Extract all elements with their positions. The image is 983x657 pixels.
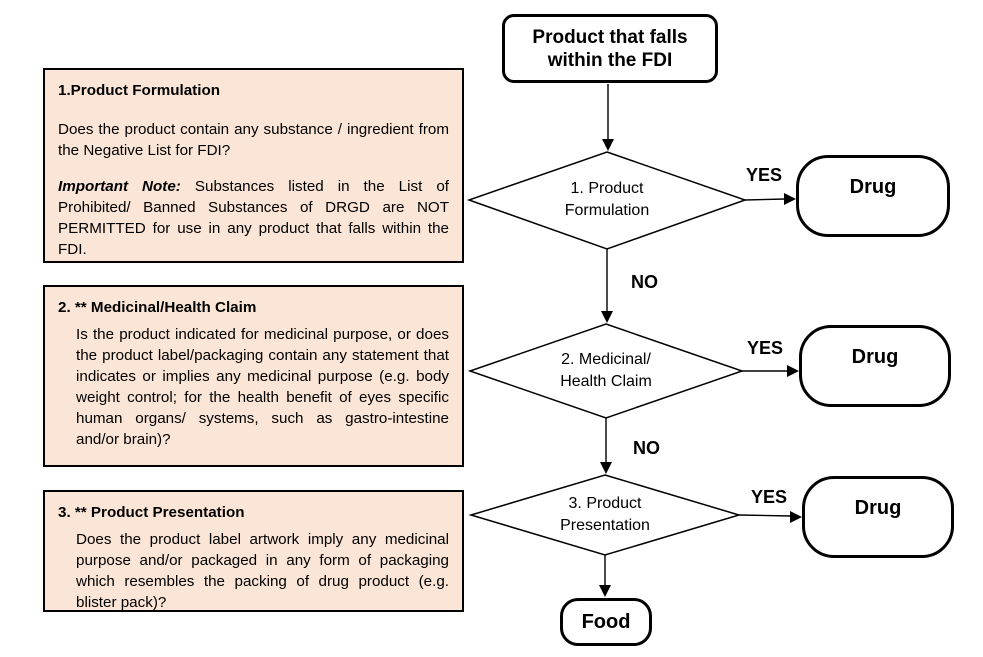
arrowhead-down-3 (600, 462, 612, 474)
arrowhead-right-2 (787, 365, 799, 377)
note-box-medicinal-health-claim: 2. ** Medicinal/Health Claim Is the prod… (43, 285, 464, 467)
connector-d1-to-drug (744, 198, 786, 201)
food-node-label: Food (581, 610, 631, 633)
note-body: Is the product indicated for medicinal p… (76, 326, 449, 448)
yes-label-2: YES (747, 338, 784, 358)
no-label-1: NO (631, 272, 658, 292)
important-note-label: Important Note: (58, 178, 181, 195)
drug-node-label: Drug (851, 345, 899, 368)
arrowhead-down-4 (599, 585, 611, 597)
arrowhead-down-2 (601, 311, 613, 323)
note-body: Does the product contain any substance /… (58, 121, 449, 159)
drug-node-3: Drug (802, 476, 954, 558)
decision-label-medicinal-health-claim: 2. Medicinal/ Health Claim (560, 351, 652, 390)
important-note-text: Substances listed in the List of Prohibi… (58, 178, 449, 258)
decision-label-product-presentation: 3. Product Presentation (560, 495, 650, 534)
note-box-product-presentation: 3. ** Product Presentation Does the prod… (43, 490, 464, 612)
arrowhead-right-3 (790, 511, 802, 523)
note-heading: 2. ** Medicinal/Health Claim (58, 299, 257, 316)
food-node: Food (560, 598, 652, 646)
start-node: Product that falls within the FDI (502, 14, 718, 83)
arrowhead-right-1 (784, 193, 796, 205)
drug-node-2: Drug (799, 325, 951, 407)
connector-d3-to-drug (738, 514, 792, 517)
yes-label-1: YES (746, 165, 783, 185)
drug-node-label: Drug (854, 496, 902, 519)
note-heading: 3. ** Product Presentation (58, 504, 245, 521)
arrowhead-down-1 (602, 139, 614, 151)
note-heading: 1.Product Formulation (58, 82, 221, 99)
note-box-product-formulation: 1.Product Formulation Does the product c… (43, 68, 464, 263)
drug-node-label: Drug (849, 175, 897, 198)
note-important-note: Important Note: Substances listed in the… (58, 176, 449, 260)
drug-node-1: Drug (796, 155, 950, 237)
start-node-label: Product that falls within the FDI (532, 26, 688, 71)
no-label-2: NO (633, 438, 660, 458)
note-body: Does the product label artwork imply any… (76, 531, 449, 611)
yes-label-3: YES (751, 487, 788, 507)
decision-label-product-formulation: 1. Product Formulation (564, 180, 650, 219)
